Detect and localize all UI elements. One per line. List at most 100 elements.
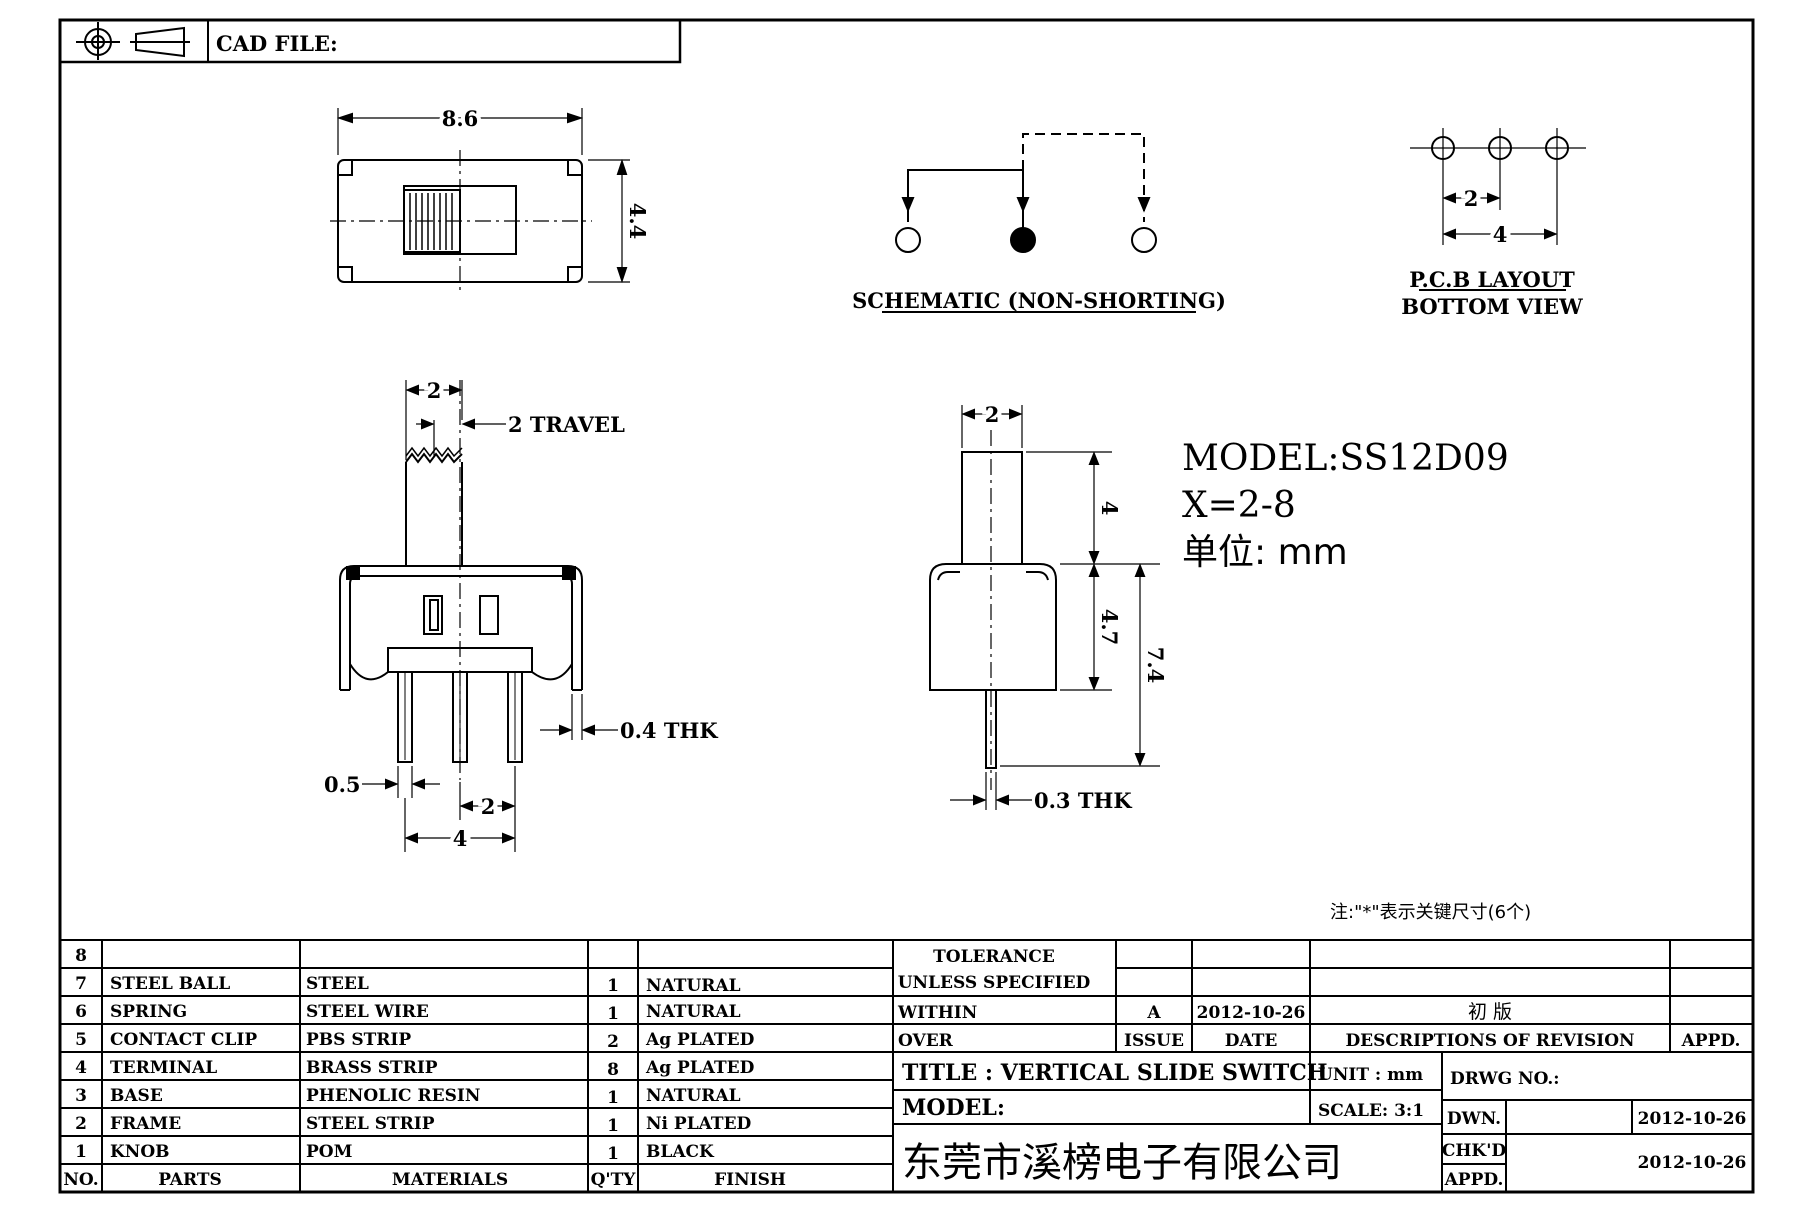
terminal-common-icon: [1010, 227, 1036, 253]
title-grid: [892, 1051, 1754, 1193]
svg-text:1: 1: [607, 1004, 619, 1024]
model-label: MODEL:: [902, 1095, 1005, 1121]
model-unit: 单位: mm: [1182, 532, 1348, 573]
side-knob-height-dim: 4: [1097, 501, 1122, 516]
terminal-right-icon: [1131, 227, 1157, 253]
svg-text:1: 1: [607, 1116, 619, 1136]
side-view: [929, 405, 1160, 810]
svg-text:NATURAL: NATURAL: [646, 976, 741, 996]
front-pin-pitch-dim: 2: [481, 794, 496, 819]
svg-text:NATURAL: NATURAL: [646, 1002, 741, 1022]
svg-text:2: 2: [607, 1032, 619, 1052]
tolerance-line1: TOLERANCE: [933, 947, 1055, 967]
schematic-diagram: [882, 133, 1196, 313]
svg-text:8: 8: [607, 1060, 619, 1080]
model-x-range: X=2-8: [1182, 485, 1296, 526]
bom-row: 3 BASE PHENOLIC RESIN 1 NATURAL: [75, 1086, 741, 1108]
unit-label: UNIT : mm: [1318, 1065, 1423, 1085]
svg-text:4: 4: [75, 1058, 87, 1078]
svg-text:NATURAL: NATURAL: [646, 1086, 741, 1106]
revision-date: 2012-10-26: [1197, 1003, 1306, 1023]
front-pin-thickness-dim: 0.4 THK: [620, 718, 718, 743]
side-pin-thickness-dim: 0.3 THK: [1034, 788, 1132, 813]
top-view: [330, 108, 630, 292]
svg-text:TERMINAL: TERMINAL: [110, 1058, 217, 1078]
front-pin-width-dim: 0.5: [324, 772, 361, 797]
svg-text:PHENOLIC RESIN: PHENOLIC RESIN: [306, 1086, 480, 1106]
date-label: DATE: [1225, 1031, 1278, 1051]
svg-text:PBS STRIP: PBS STRIP: [306, 1030, 411, 1050]
drawing-title: TITLE : VERTICAL SLIDE SWITCH: [902, 1060, 1328, 1086]
scale-label: SCALE: 3:1: [1318, 1101, 1424, 1121]
description-label: DESCRIPTIONS OF REVISION: [1345, 1031, 1634, 1051]
svg-text:STEEL: STEEL: [306, 974, 369, 994]
pcb-pitch-dim: 2: [1464, 186, 1479, 211]
tolerance-within: WITHIN: [897, 1003, 977, 1023]
revision-description: 初 版: [1468, 1001, 1512, 1023]
title-block: TITLE : VERTICAL SLIDE SWITCH UNIT : mm …: [902, 1060, 1746, 1190]
pcb-layout: [1410, 128, 1586, 291]
svg-text:MATERIALS: MATERIALS: [392, 1170, 508, 1190]
revision-issue: A: [1146, 1003, 1161, 1023]
bom-row: 1 KNOB POM 1 BLACK: [75, 1142, 715, 1164]
front-travel-dim: 2 TRAVEL: [508, 412, 625, 437]
bom-grid: [59, 939, 894, 1193]
terminal-left-icon: [895, 227, 921, 253]
svg-text:STEEL WIRE: STEEL WIRE: [306, 1002, 429, 1022]
appd-label: APPD.: [1681, 1031, 1741, 1051]
svg-text:NO.: NO.: [63, 1170, 98, 1190]
dwn-date: 2012-10-26: [1638, 1109, 1747, 1129]
svg-text:KNOB: KNOB: [110, 1142, 170, 1162]
svg-text:BASE: BASE: [110, 1086, 163, 1106]
dwn-label: DWN.: [1447, 1109, 1501, 1129]
tolerance-over: OVER: [898, 1031, 954, 1051]
top-height-dim: 4.4: [625, 203, 650, 240]
svg-text:STEEL STRIP: STEEL STRIP: [306, 1114, 435, 1134]
svg-text:PARTS: PARTS: [158, 1170, 222, 1190]
header-block: CAD FILE:: [58, 18, 682, 64]
revision-block: TOLERANCE UNLESS SPECIFIED WITHIN OVER A…: [897, 947, 1740, 1051]
bom-row: 4 TERMINAL BRASS STRIP 8 Ag PLATED: [75, 1058, 755, 1080]
side-knob-width-dim: 2: [985, 402, 1000, 427]
bom-table: 8 7 STEEL BALL STEEL 1 NATURAL 6 SPRING …: [63, 946, 786, 1190]
svg-text:6: 6: [75, 1002, 87, 1022]
cad-file-label: CAD FILE:: [216, 31, 338, 56]
front-pin-span-dim: 4: [453, 826, 468, 851]
model-name: MODEL:SS12D09: [1182, 438, 1509, 479]
side-body-height-dim: 4.7: [1097, 609, 1122, 646]
svg-text:1: 1: [75, 1142, 87, 1162]
svg-text:Q'TY: Q'TY: [591, 1170, 637, 1190]
tolerance-line2: UNLESS SPECIFIED: [898, 973, 1091, 993]
bom-row: 8: [75, 946, 87, 966]
pcb-span-dim: 4: [1493, 222, 1508, 247]
schematic-caption: SCHEMATIC (NON-SHORTING): [852, 288, 1226, 313]
svg-text:POM: POM: [306, 1142, 353, 1162]
pcb-caption-line2: BOTTOM VIEW: [1401, 294, 1583, 319]
svg-text:2: 2: [75, 1114, 87, 1134]
svg-text:8: 8: [75, 946, 87, 966]
side-total-height-dim: 7.4: [1143, 647, 1168, 684]
third-angle-projection-icon: [76, 22, 190, 60]
bom-row: 2 FRAME STEEL STRIP 1 Ni PLATED: [75, 1114, 751, 1136]
svg-text:5: 5: [75, 1030, 87, 1050]
company-name: 东莞市溪榜电子有限公司: [902, 1140, 1342, 1186]
svg-text:Ag PLATED: Ag PLATED: [645, 1030, 755, 1050]
svg-text:STEEL BALL: STEEL BALL: [110, 974, 230, 994]
chk-date: 2012-10-26: [1638, 1153, 1747, 1173]
top-width-dim: 8.6: [442, 106, 479, 131]
svg-text:3: 3: [75, 1086, 87, 1106]
issue-label: ISSUE: [1124, 1031, 1184, 1051]
bom-row: 7 STEEL BALL STEEL 1 NATURAL: [75, 974, 741, 996]
svg-text:SPRING: SPRING: [110, 1002, 187, 1022]
svg-text:7: 7: [75, 974, 87, 994]
key-dimension-note: 注:"*"表示关键尺寸(6个): [1330, 902, 1531, 923]
svg-text:CONTACT CLIP: CONTACT CLIP: [110, 1030, 257, 1050]
svg-text:Ag PLATED: Ag PLATED: [645, 1058, 755, 1078]
svg-text:BRASS STRIP: BRASS STRIP: [306, 1058, 438, 1078]
appd-label-title: APPD.: [1444, 1170, 1504, 1190]
bom-row: 5 CONTACT CLIP PBS STRIP 2 Ag PLATED: [75, 1030, 755, 1052]
front-knob-width-dim: 2: [427, 378, 442, 403]
drwg-no-label: DRWG NO.:: [1450, 1069, 1560, 1089]
chkd-label: CHK'D: [1442, 1141, 1507, 1161]
bom-header-row: NO. PARTS MATERIALS Q'TY FINISH: [63, 1170, 786, 1190]
